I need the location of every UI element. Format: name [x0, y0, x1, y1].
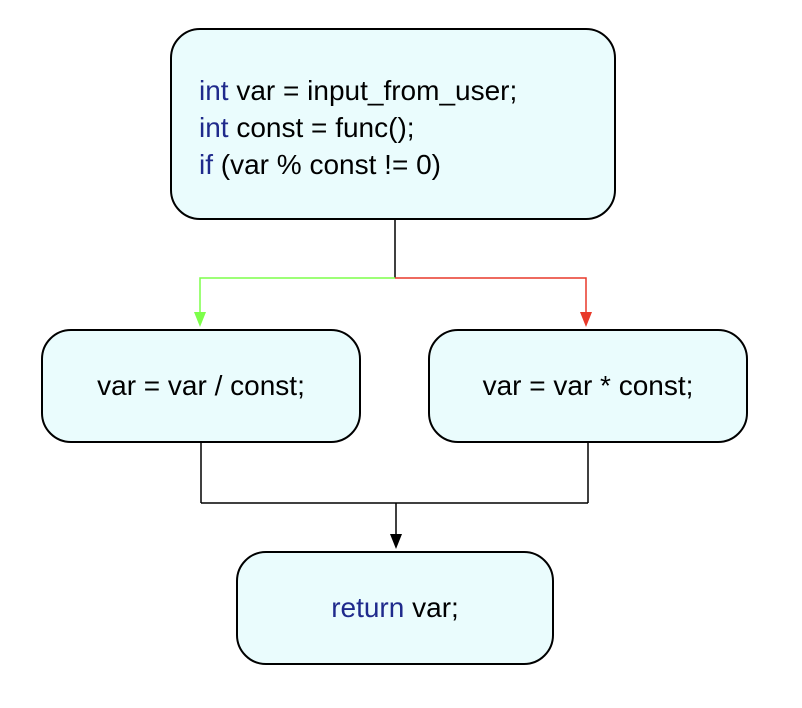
entry-line-1: int var = input_from_user;: [199, 72, 614, 109]
true-edge: [199, 277, 395, 314]
keyword: int: [199, 75, 229, 106]
code-text: var = input_from_user;: [228, 75, 518, 106]
code-text: (var % const != 0): [213, 149, 441, 180]
false-edge-arrowhead: [580, 312, 592, 327]
code-text: var;: [404, 592, 459, 623]
exit-line: return var;: [331, 592, 459, 624]
true-edge-arrowhead: [194, 312, 206, 327]
exit-node: return var;: [236, 551, 554, 665]
keyword: return: [331, 592, 405, 623]
false-edge: [395, 277, 587, 314]
keyword: if: [199, 149, 213, 180]
false-branch-code: var = var * const;: [482, 370, 694, 401]
exit-edge-arrowhead: [390, 534, 402, 549]
entry-node: int var = input_from_user; int const = f…: [170, 28, 616, 220]
true-branch-code: var = var / const;: [97, 370, 305, 401]
code-text: const = func();: [228, 112, 415, 143]
entry-line-3: if (var % const != 0): [199, 146, 614, 183]
entry-line-2: int const = func();: [199, 109, 614, 146]
keyword: int: [199, 112, 229, 143]
false-branch-node: var = var * const;: [428, 329, 748, 443]
true-branch-node: var = var / const;: [41, 329, 361, 443]
